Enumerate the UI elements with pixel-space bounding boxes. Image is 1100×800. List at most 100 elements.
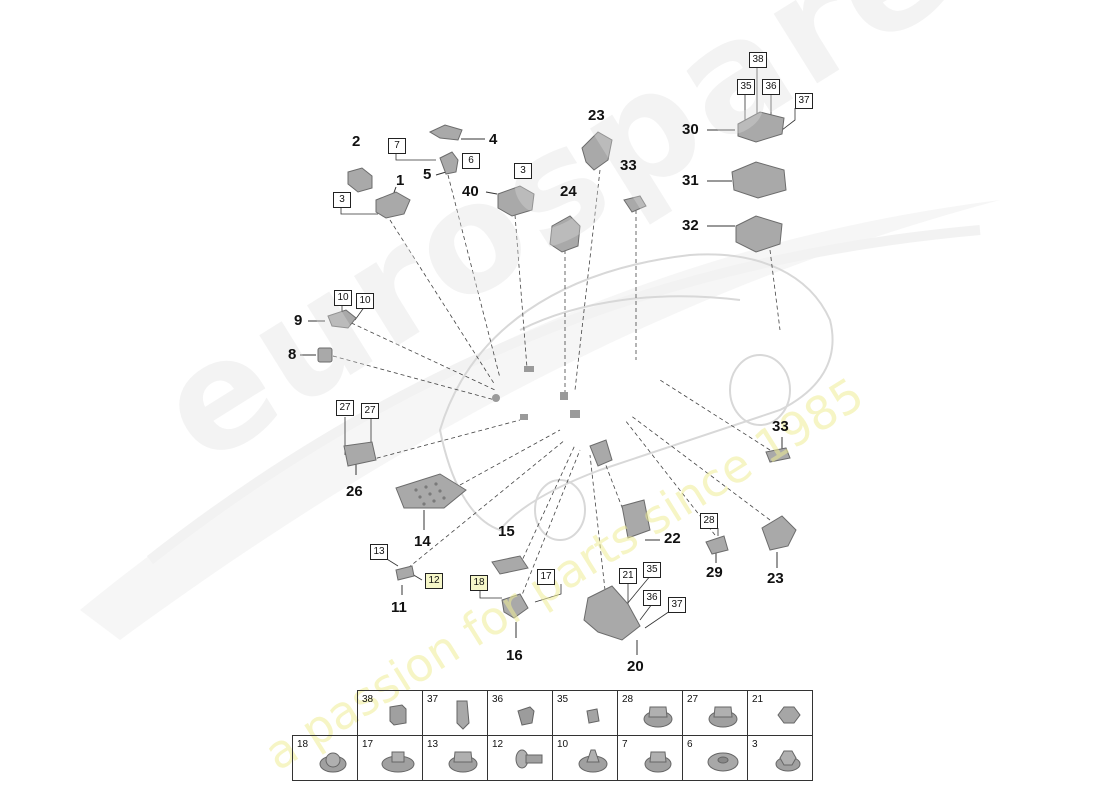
ref-box-13: 13	[370, 544, 388, 560]
callout-5: 5	[423, 166, 432, 183]
fastener-number: 35	[557, 694, 569, 705]
callout-23-bottom: 23	[767, 570, 784, 587]
flange-nut-icon	[319, 752, 347, 773]
ref-box-10-a: 10	[334, 290, 352, 306]
part-23a	[581, 131, 613, 171]
part-9	[327, 309, 357, 329]
part-5	[439, 151, 459, 175]
part-23b	[761, 515, 797, 551]
ref-box-3-left: 3	[333, 192, 351, 208]
fastener-cell: 28	[617, 690, 683, 736]
ref-box-17: 17	[537, 569, 555, 585]
fastener-cell: 12	[487, 735, 553, 781]
watermark-swoosh	[80, 200, 1000, 640]
part-shapes	[317, 111, 797, 641]
spring-nut-icon	[578, 749, 608, 773]
part-4	[428, 124, 463, 141]
fastener-number: 37	[427, 694, 439, 705]
callout-15: 15	[498, 523, 515, 540]
ref-box-35-top: 35	[737, 79, 755, 95]
part-32	[735, 215, 783, 253]
fastener-number: 13	[427, 739, 439, 750]
fastener-cell: 17	[357, 735, 423, 781]
fastener-number: 10	[557, 739, 569, 750]
ref-box-28: 28	[700, 513, 718, 529]
ref-box-6: 6	[462, 153, 480, 169]
ref-box-37-top: 37	[795, 93, 813, 109]
callout-31: 31	[682, 172, 699, 189]
part-15	[491, 555, 529, 575]
fastener-cell: 38	[357, 690, 423, 736]
fastener-cell: 13	[422, 735, 488, 781]
part-11	[395, 565, 415, 581]
callout-33-top: 33	[620, 157, 637, 174]
fastener-cell: 35	[552, 690, 618, 736]
fastener-number: 28	[622, 694, 634, 705]
mount-points	[492, 366, 580, 420]
callout-ticks	[300, 129, 783, 655]
fastener-row-1: 38 37 36 35 28 27 21	[293, 690, 813, 736]
fastener-number: 3	[752, 739, 758, 750]
callout-2: 2	[352, 133, 361, 150]
flange-nut-icon	[644, 751, 672, 773]
callout-29: 29	[706, 564, 723, 581]
fastener-cell: 3	[747, 735, 813, 781]
ref-box-18: 18	[470, 575, 488, 591]
fastener-cell: 6	[682, 735, 748, 781]
ref-box-27-a: 27	[336, 400, 354, 416]
part-40	[497, 185, 535, 217]
fastener-number: 18	[297, 739, 309, 750]
part-24	[549, 215, 581, 253]
washer-icon	[707, 752, 739, 772]
callout-40: 40	[462, 183, 479, 200]
ref-box-12: 12	[425, 573, 443, 589]
fastener-number: 27	[687, 694, 699, 705]
ref-box-21: 21	[619, 568, 637, 584]
flange-nut-icon	[708, 706, 738, 728]
callout-9: 9	[294, 312, 303, 329]
part-30	[737, 111, 785, 143]
hex-nut-icon	[775, 750, 801, 772]
callout-24: 24	[560, 183, 577, 200]
fastener-number: 36	[492, 694, 504, 705]
part-1	[375, 191, 411, 219]
fastener-cell: 21	[747, 690, 813, 736]
callout-16: 16	[506, 647, 523, 664]
hex-nut-icon	[777, 706, 801, 724]
fastener-number: 17	[362, 739, 374, 750]
flange-nut-icon	[448, 751, 478, 773]
fastener-cell: 18	[292, 735, 358, 781]
ref-box-36-top: 36	[762, 79, 780, 95]
part-rear-bracket	[589, 439, 613, 467]
fastener-number: 7	[622, 739, 628, 750]
callout-23-top: 23	[588, 107, 605, 124]
part-26	[343, 441, 377, 467]
fastener-number: 21	[752, 694, 764, 705]
callout-4: 4	[489, 131, 498, 148]
fastener-number: 6	[687, 739, 693, 750]
part-14-dots	[414, 482, 446, 506]
flange-nut-icon	[643, 706, 673, 728]
small-clip-icon	[586, 708, 600, 724]
fastener-cell: 36	[487, 690, 553, 736]
part-2	[347, 167, 373, 193]
fastener-cell: 10	[552, 735, 618, 781]
fastener-cell: 37	[422, 690, 488, 736]
ref-box-10-b: 10	[356, 293, 374, 309]
part-16	[501, 593, 529, 619]
fastener-cell: 7	[617, 735, 683, 781]
part-20	[583, 585, 641, 641]
part-33a	[623, 195, 647, 213]
part-29	[705, 535, 729, 555]
part-22	[621, 499, 651, 539]
callout-8: 8	[288, 346, 297, 363]
callout-33-right: 33	[772, 418, 789, 435]
fastener-number: 12	[492, 739, 504, 750]
clip-icon	[517, 706, 535, 726]
washer-nut-icon	[381, 751, 415, 773]
ref-box-35-lower: 35	[643, 562, 661, 578]
callout-20: 20	[627, 658, 644, 675]
part-31	[731, 161, 787, 199]
callout-1: 1	[396, 172, 405, 189]
fastener-number: 38	[362, 694, 374, 705]
